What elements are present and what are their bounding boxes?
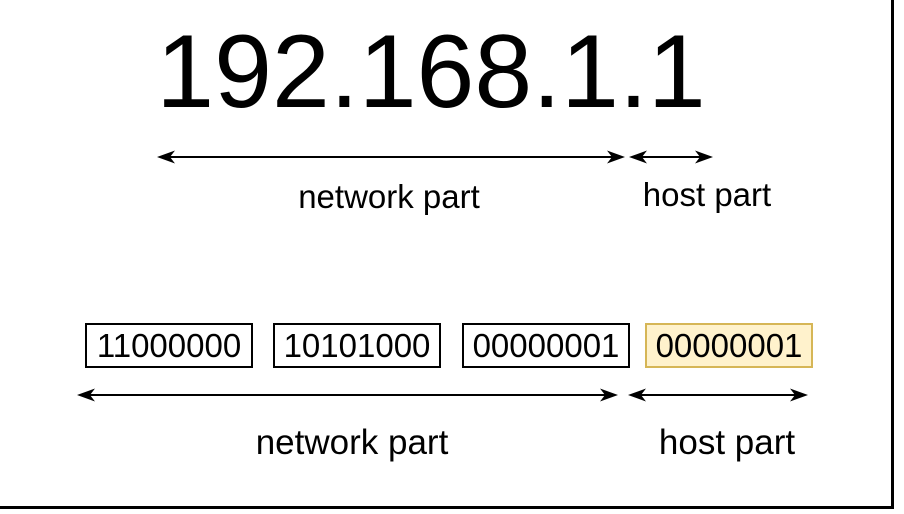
decimal-host-part-arrow [629,150,713,164]
octet-box-2: 10101000 [273,323,441,368]
octet-box-3: 00000001 [462,323,630,368]
octet-box-1: 11000000 [85,323,253,368]
decimal-host-part-label: host part [642,176,772,213]
octet-box-4-host-highlighted: 00000001 [645,323,813,368]
ip-address-text: 192.168.1.1 [156,14,706,130]
decimal-network-part-label: network part [298,178,480,215]
page-border-right [891,0,894,509]
binary-network-part-label: network part [255,423,449,462]
binary-host-part-label: host part [658,423,796,462]
decimal-network-part-arrow [157,150,625,164]
binary-network-part-arrow [77,388,618,402]
binary-host-part-arrow [628,388,808,402]
page-border-bottom [0,506,894,509]
